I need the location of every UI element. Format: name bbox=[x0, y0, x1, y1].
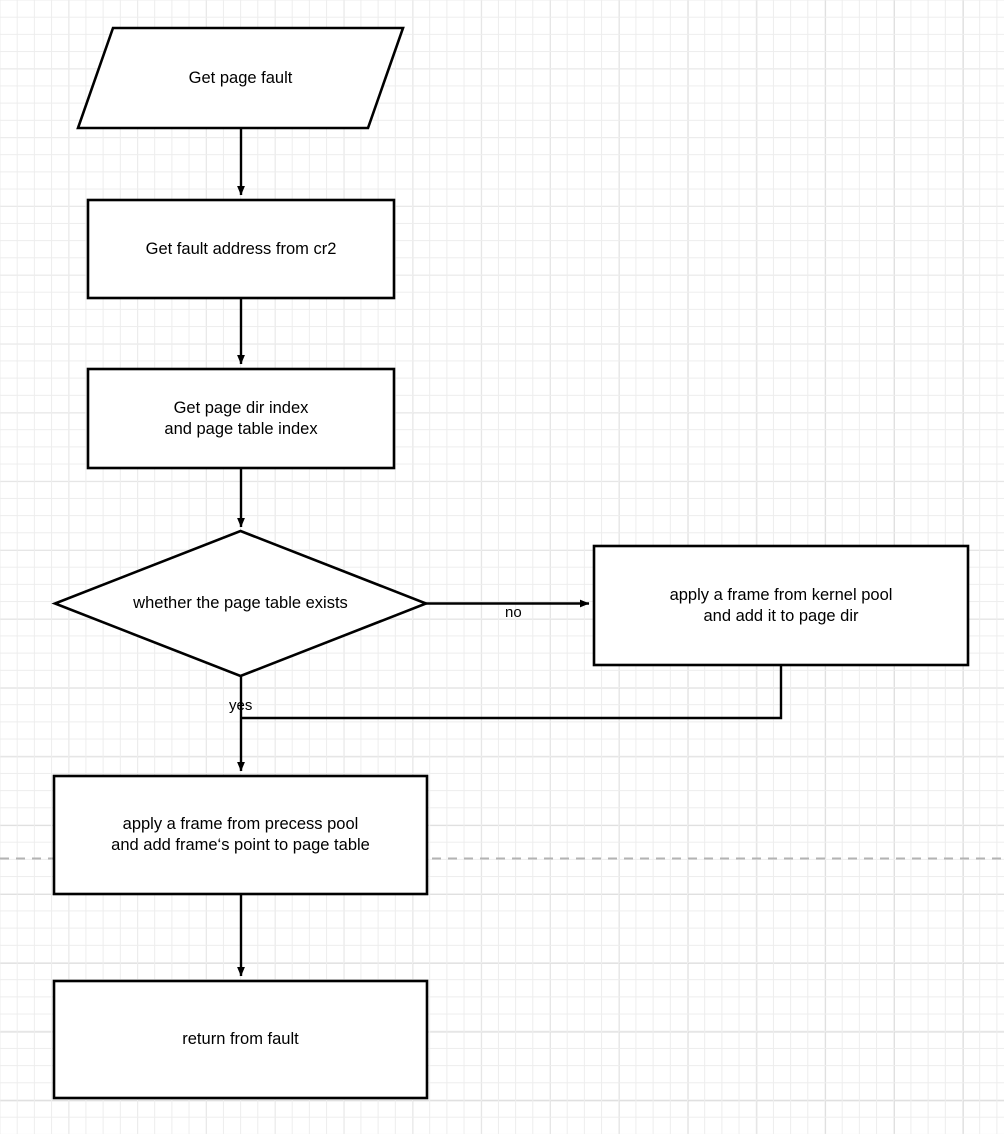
edge-kernel-to-process bbox=[241, 665, 783, 720]
node-process-pool-shape bbox=[52, 774, 429, 896]
node-return-shape bbox=[52, 979, 429, 1100]
node-kernel-pool-shape bbox=[592, 544, 970, 667]
node-get-indexes-shape bbox=[86, 367, 396, 470]
node-decision-shape bbox=[51, 529, 430, 678]
node-get-cr2-shape bbox=[86, 198, 396, 300]
node-start-shape bbox=[76, 26, 405, 130]
